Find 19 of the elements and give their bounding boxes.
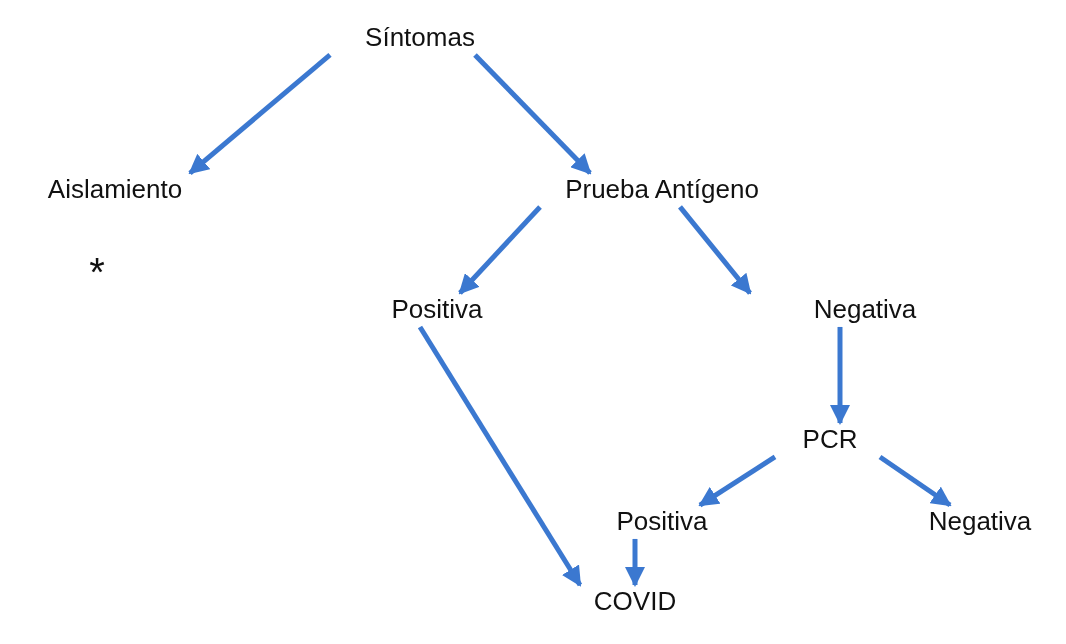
node-label: Prueba Antígeno [561, 173, 763, 207]
node-label: Negativa [924, 505, 1036, 539]
arrow [830, 326, 850, 426]
node-label: PCR [798, 423, 862, 457]
arrow [678, 205, 752, 295]
arrow [188, 53, 332, 175]
arrow [878, 454, 952, 508]
node-label: Positiva [612, 505, 712, 539]
node-label: Síntomas [361, 21, 479, 55]
node-label: COVID [589, 585, 681, 619]
arrow [698, 454, 777, 508]
node-label: Negativa [809, 293, 921, 327]
node-label: Positiva [387, 293, 487, 327]
node-label: Aislamiento [43, 173, 187, 207]
arrow [625, 538, 645, 588]
asterisk-note: * [89, 252, 105, 292]
arrow [417, 325, 583, 587]
arrow [458, 205, 542, 295]
arrow [473, 53, 592, 175]
